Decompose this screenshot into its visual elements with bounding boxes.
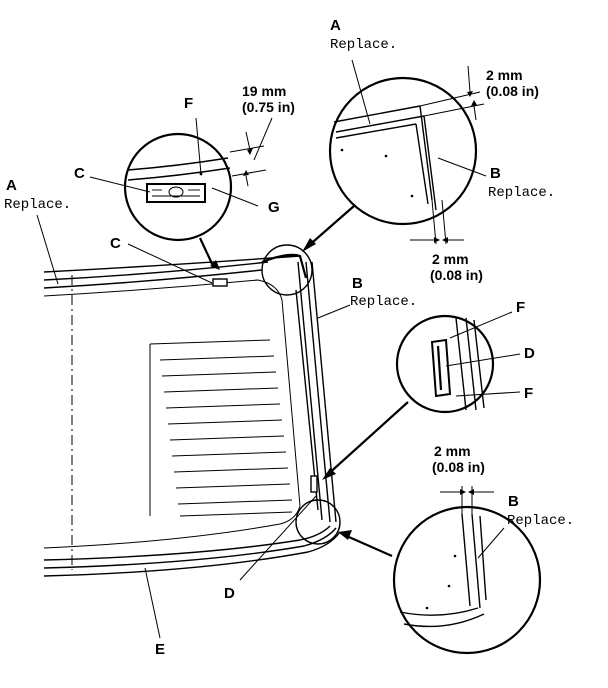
label-b-bottom-note: Replace. [507,513,574,529]
detail-bottom-corner [392,505,542,655]
label-b-top-note: Replace. [488,185,555,201]
detail-side-clip-d [395,314,495,414]
label-f-right-bottom: F [524,385,533,402]
detail-top-corner [328,76,478,226]
callout-arrows [199,205,409,558]
label-b-mid: B [352,275,363,292]
dim-gap-side-mm: 2 mm [432,251,469,267]
corner-callout-top [261,244,313,296]
label-a-left-note: Replace. [4,197,71,213]
dim-gap-side-in: (0.08 in) [430,267,483,283]
label-e: E [155,641,165,658]
label-g: G [268,199,280,216]
label-f-right-top: F [516,299,525,316]
dim-clip-mm: 19 mm [242,83,286,99]
rear-window-glass [43,253,341,577]
label-b-mid-note: Replace. [350,294,417,310]
clip-c-main [212,278,228,287]
dim-gap-bottom-in: (0.08 in) [432,459,485,475]
label-c-detail: C [74,165,85,182]
leader-lines [36,59,521,639]
clip-d-main [310,475,318,493]
label-a-left: A [6,177,17,194]
dimension-marks [229,65,494,516]
dim-gap-top-in: (0.08 in) [486,83,539,99]
label-c-main: C [110,235,121,252]
label-d-detail: D [524,345,535,362]
detail-clip-c [123,132,233,242]
dim-gap-top-mm: 2 mm [486,67,523,83]
text-labels: A Replace. A Replace. B Replace. B Repla… [4,17,574,658]
defroster-grid [149,339,293,517]
label-b-top: B [490,165,501,182]
dim-gap-bottom-mm: 2 mm [434,443,471,459]
corner-callout-bottom [295,499,341,545]
label-a-top: A [330,17,341,34]
label-f-top: F [184,95,193,112]
label-d-main: D [224,585,235,602]
label-b-bottom: B [508,493,519,510]
label-a-top-note: Replace. [330,37,397,53]
dim-clip-in: (0.75 in) [242,99,295,115]
